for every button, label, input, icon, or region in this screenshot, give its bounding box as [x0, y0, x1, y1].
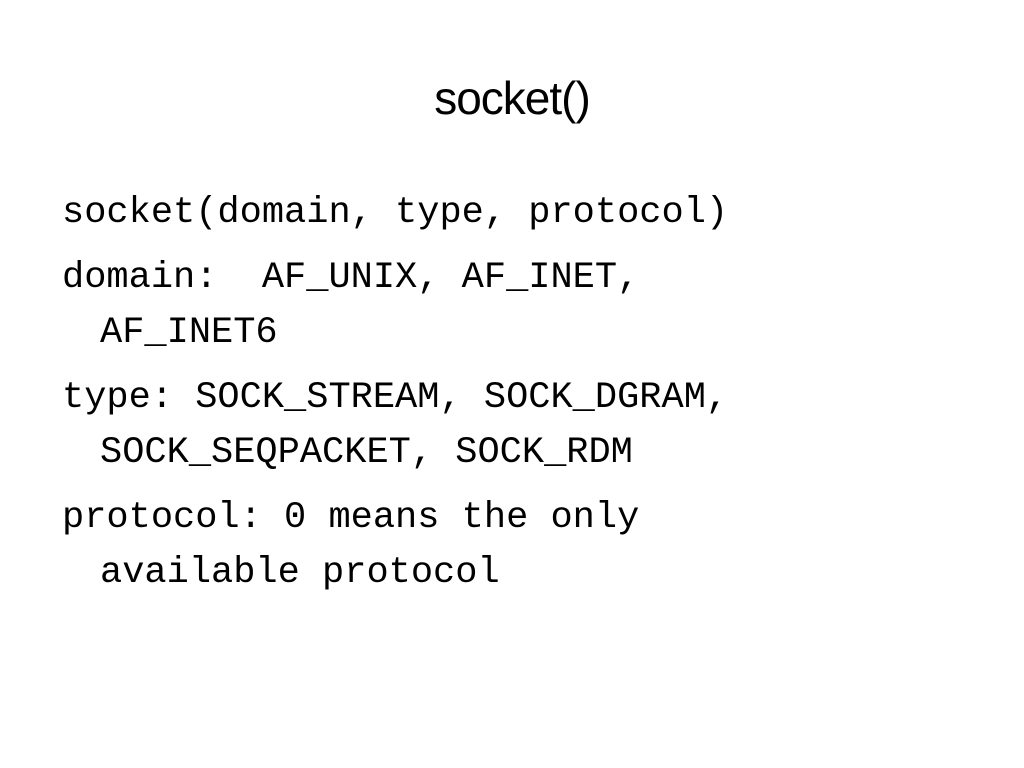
domain-line-continued: AF_INET6: [100, 312, 278, 354]
domain-line: domain: AF_UNIX, AF_INET,: [62, 257, 640, 299]
paragraph-signature: socket(domain, type, protocol): [62, 186, 962, 241]
paragraph-domain: domain: AF_UNIX, AF_INET, AF_INET6: [62, 251, 962, 361]
signature-line: socket(domain, type, protocol): [62, 192, 729, 234]
protocol-line-continued: available protocol: [100, 552, 500, 594]
type-line-continued: SOCK_SEQPACKET, SOCK_RDM: [100, 432, 633, 474]
slide-title: socket(): [434, 72, 591, 124]
slide-body: socket(domain, type, protocol) domain: A…: [62, 186, 962, 601]
protocol-line: protocol: 0 means the only: [62, 497, 640, 539]
type-line: type: SOCK_STREAM, SOCK_DGRAM,: [62, 377, 729, 419]
paragraph-type: type: SOCK_STREAM, SOCK_DGRAM, SOCK_SEQP…: [62, 371, 962, 481]
paragraph-protocol: protocol: 0 means the only available pro…: [62, 491, 962, 601]
